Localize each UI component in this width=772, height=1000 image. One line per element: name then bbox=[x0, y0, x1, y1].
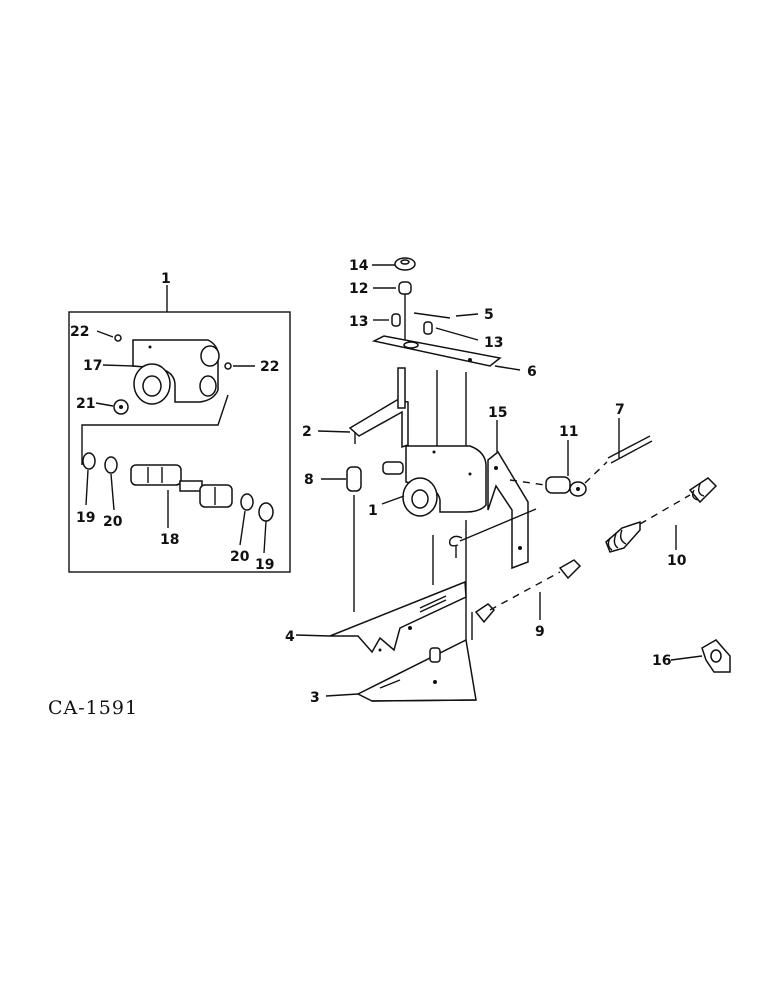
callout-16: 16 bbox=[652, 653, 671, 669]
callout-11: 11 bbox=[559, 424, 578, 440]
callout-1-box: 1 bbox=[161, 271, 171, 287]
bracket-15 bbox=[487, 450, 529, 570]
screw-13-b bbox=[423, 321, 433, 335]
callout-20-b: 20 bbox=[230, 549, 250, 565]
ball-22-b bbox=[224, 362, 232, 370]
callout-17: 17 bbox=[83, 358, 102, 374]
callout-14: 14 bbox=[349, 258, 369, 274]
spring-9 bbox=[474, 559, 582, 624]
ring-20-b bbox=[240, 493, 254, 511]
callout-22-a: 22 bbox=[70, 324, 89, 340]
seal-19-b bbox=[258, 502, 274, 522]
valve-body-1 bbox=[382, 445, 487, 517]
callout-6: 6 bbox=[527, 364, 537, 380]
callout-21: 21 bbox=[76, 396, 95, 412]
screw-13-a bbox=[391, 313, 401, 327]
callout-20-a: 20 bbox=[103, 514, 123, 530]
ball-22-a bbox=[114, 334, 122, 342]
valve-body-17 bbox=[132, 339, 220, 405]
spring-10 bbox=[605, 477, 718, 553]
callout-2: 2 bbox=[302, 424, 312, 440]
callout-19-b: 19 bbox=[255, 557, 274, 573]
callout-18: 18 bbox=[160, 532, 179, 548]
plate-3 bbox=[356, 610, 477, 702]
diagram-code: CA-1591 bbox=[48, 697, 138, 719]
bushing-12 bbox=[398, 281, 412, 295]
ring-20-a bbox=[104, 456, 118, 474]
callout-13-a: 13 bbox=[349, 314, 368, 330]
clevis-11 bbox=[545, 476, 587, 497]
plate-6 bbox=[371, 335, 502, 367]
main-assembly bbox=[295, 257, 731, 702]
callout-8: 8 bbox=[304, 472, 314, 488]
spool-18 bbox=[130, 464, 233, 508]
sleeve-8 bbox=[346, 466, 362, 492]
callout-22-b: 22 bbox=[260, 359, 279, 375]
callout-19-a: 19 bbox=[76, 510, 95, 526]
rod-7 bbox=[607, 435, 651, 459]
valve-assembly-inset bbox=[68, 285, 291, 573]
callout-9: 9 bbox=[535, 624, 545, 640]
callout-4: 4 bbox=[285, 629, 295, 645]
callout-3: 3 bbox=[310, 690, 320, 706]
callout-13-b: 13 bbox=[484, 335, 503, 351]
plate-4 bbox=[329, 580, 467, 654]
callout-15: 15 bbox=[488, 405, 507, 421]
callout-12: 12 bbox=[349, 281, 368, 297]
callout-5: 5 bbox=[484, 307, 494, 323]
callout-10: 10 bbox=[667, 553, 687, 569]
seal-19-a bbox=[82, 452, 96, 470]
callout-1-main: 1 bbox=[368, 503, 378, 519]
lever-2 bbox=[348, 367, 409, 449]
callout-labels: 1 22 22 17 21 19 20 18 20 19 14 12 13 5 … bbox=[70, 258, 687, 706]
callout-7: 7 bbox=[615, 402, 625, 418]
pin-5 bbox=[413, 312, 451, 319]
